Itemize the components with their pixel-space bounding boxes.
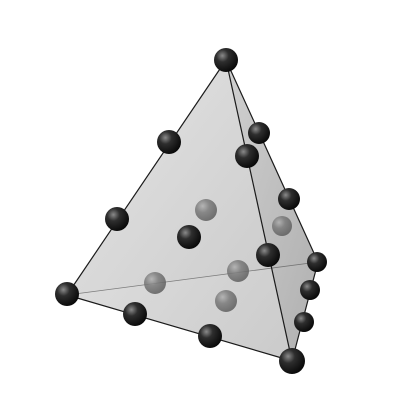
lattice-node-14: [105, 207, 129, 231]
lattice-node-15: [177, 225, 201, 249]
lattice-node-13: [235, 144, 259, 168]
lattice-node-16: [256, 243, 280, 267]
hidden-lattice-node-7: [215, 290, 237, 312]
lattice-node-18: [123, 302, 147, 326]
lattice-node-1: [248, 122, 270, 144]
lattice-node-20: [279, 348, 305, 374]
hidden-edge-base: [66, 261, 319, 296]
lattice-node-12: [157, 130, 181, 154]
lattice-node-19: [198, 324, 222, 348]
lattice-node-9: [294, 312, 314, 332]
hidden-lattice-node-5: [144, 272, 166, 294]
hidden-lattice-node-4: [272, 216, 292, 236]
edge-bottom-left: [66, 294, 293, 362]
lattice-nodes: [55, 48, 327, 374]
edge-bottom-right: [291, 261, 319, 362]
edge-top-right: [225, 59, 319, 263]
edge-top-left: [66, 59, 227, 296]
hidden-lattice-node-6: [227, 260, 249, 282]
edge-top-front: [225, 59, 293, 362]
lattice-node-17: [55, 282, 79, 306]
lattice-node-11: [214, 48, 238, 72]
lattice-node-10: [307, 252, 327, 272]
lattice-node-8: [300, 280, 320, 300]
left-face: [67, 60, 292, 361]
hidden-lattice-node-3: [195, 199, 217, 221]
lattice-node-2: [278, 188, 300, 210]
